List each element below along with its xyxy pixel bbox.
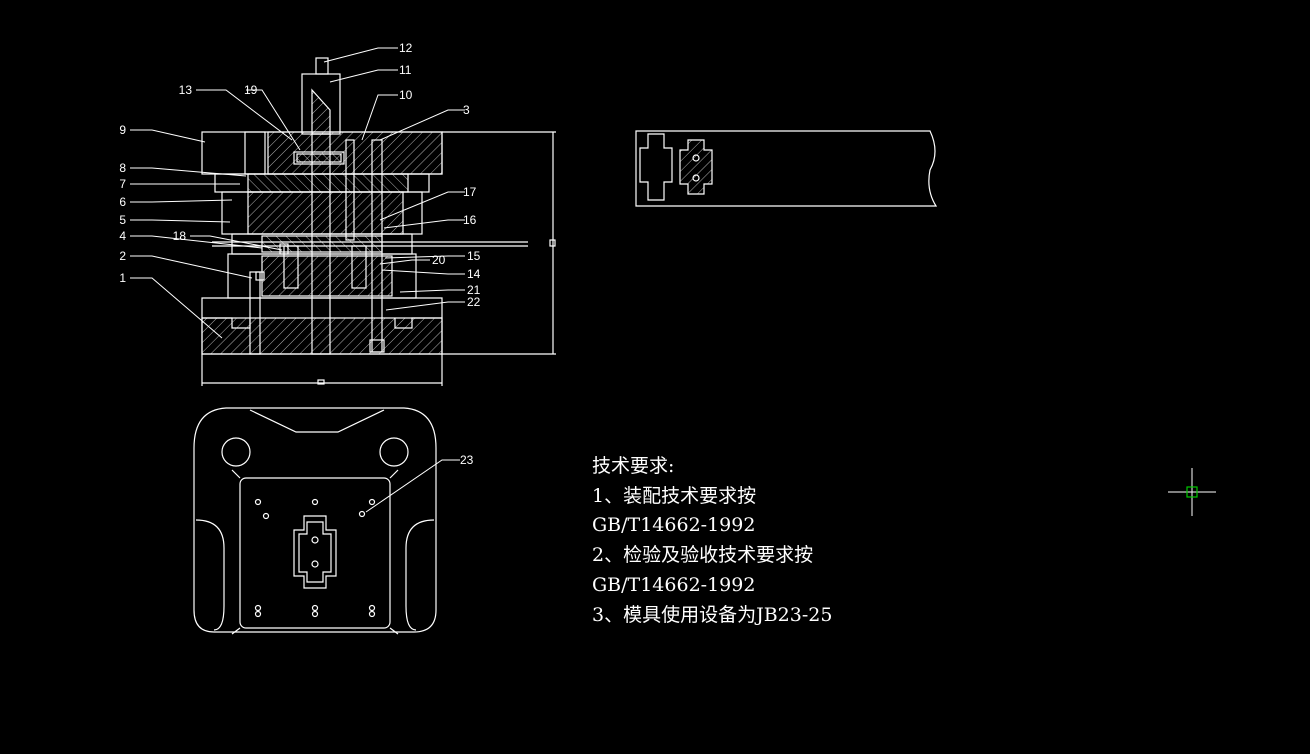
die-cavity-outer (293, 515, 337, 589)
pilot-hole-1 (692, 154, 700, 162)
pin-2 (255, 271, 265, 281)
guide-post-left (249, 271, 261, 355)
notes-line-2: GB/T14662-1992 (592, 514, 756, 537)
callout-11: 11 (399, 63, 412, 77)
lower-step-right (394, 317, 442, 329)
die-insert-plate (239, 477, 391, 629)
callout-4: 4 (119, 229, 126, 243)
screw-hole-5 (254, 610, 262, 618)
screw-hole-6 (311, 604, 319, 612)
callout-13: 13 (179, 83, 193, 97)
callout-leaders (130, 47, 465, 513)
plan-outline (193, 407, 437, 633)
die-plan-view (193, 407, 437, 635)
screw-hole-3 (368, 498, 376, 506)
callout-1: 1 (119, 271, 126, 285)
cavity-pilot-1 (311, 536, 319, 544)
callout-21: 21 (467, 283, 481, 297)
shank-pin (315, 57, 329, 75)
cavity-pilot-2 (311, 560, 319, 568)
callout-16: 16 (463, 213, 477, 227)
callout-14: 14 (467, 267, 481, 281)
strip-outline (635, 130, 938, 207)
notes-line-4: GB/T14662-1992 (592, 573, 756, 596)
backing-plate-hatch (247, 173, 409, 193)
callout-7: 7 (119, 177, 126, 191)
shank-hatch (311, 88, 331, 135)
callout-22: 22 (467, 295, 481, 309)
plan-right-relief (405, 519, 435, 631)
lower-seat-hatch (201, 317, 443, 355)
crosshair-cursor-icon (1168, 468, 1216, 516)
push-plate (293, 151, 345, 165)
plan-left-relief (195, 519, 225, 631)
callout-10: 10 (399, 88, 413, 102)
callout-20: 20 (432, 253, 446, 267)
screw-hole-8 (368, 604, 376, 612)
callout-12: 12 (399, 41, 413, 55)
callout-15: 15 (467, 249, 481, 263)
pin-18 (279, 243, 289, 255)
dim-width-text (317, 379, 325, 385)
notes-heading: 技术要求: (592, 455, 675, 477)
push-rod (345, 139, 355, 241)
callout-5: 5 (119, 213, 126, 227)
callout-6: 6 (119, 195, 126, 209)
callout-3: 3 (463, 103, 470, 117)
screw-hole-2 (311, 498, 319, 506)
notes-line-3: 2、检验及验收技术要求按 (592, 544, 814, 567)
callout-23: 23 (460, 453, 474, 467)
center-punch (311, 133, 331, 355)
notes-line-1: 1、装配技术要求按 (592, 484, 757, 507)
technical-requirements: 技术要求: 1、装配技术要求按 GB/T14662-1992 2、检验及验收技术… (592, 452, 832, 630)
blank-part-2 (679, 139, 713, 195)
plan-top-notch (249, 409, 385, 433)
push-plate-hatch (296, 153, 342, 163)
callout-19: 19 (244, 83, 258, 97)
screw-hole-9 (368, 610, 376, 618)
dim-height-text (549, 239, 556, 247)
die-section-view (201, 57, 556, 386)
screw-bottom (369, 339, 385, 353)
insert-corners (231, 469, 399, 635)
pilot-hole-2 (692, 174, 700, 182)
guide-hole-left (221, 437, 251, 467)
callout-18: 18 (173, 229, 187, 243)
screw-hole-1 (254, 498, 262, 506)
punch-fixing-hatch (247, 191, 404, 235)
callout-numbers: 1 2 3 4 5 6 7 8 9 10 11 12 13 14 15 16 1… (119, 41, 480, 467)
callout-9: 9 (119, 123, 126, 137)
notes-line-5: 3、模具使用设备为JB23-25 (592, 603, 833, 626)
callout-8: 8 (119, 161, 126, 175)
callout-17: 17 (463, 185, 477, 199)
blank-cutout-1 (639, 133, 673, 201)
die-cavity-inner (298, 521, 332, 583)
dowel-hole-2 (358, 510, 366, 518)
guide-hole-right (379, 437, 409, 467)
screw-hole-7 (311, 610, 319, 618)
screw-hole-4 (254, 604, 262, 612)
callout-2: 2 (119, 249, 126, 263)
strip-layout-view (635, 130, 938, 207)
guide-sleeve-left (244, 131, 266, 175)
dowel-hole-1 (262, 512, 270, 520)
